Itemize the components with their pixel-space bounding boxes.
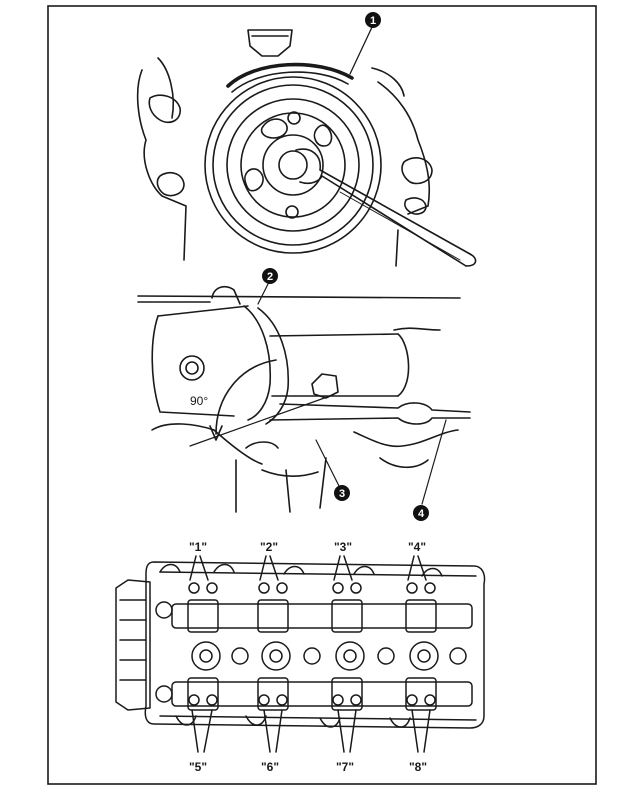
callout-2: 2 xyxy=(262,268,278,284)
cylinder-label-7: "7" xyxy=(336,760,354,774)
page-border xyxy=(47,5,597,785)
callout-4-label: 4 xyxy=(418,508,425,520)
callout-1: 1 xyxy=(365,12,381,28)
camshaft-wrench-illustration xyxy=(137,279,471,513)
callout-3-label: 3 xyxy=(339,488,345,500)
angle-label: 90° xyxy=(190,394,208,408)
callout-3: 3 xyxy=(334,485,350,501)
crankshaft-pulley-illustration xyxy=(136,24,477,267)
cylinder-label-6: "6" xyxy=(261,760,279,774)
callout-1-label: 1 xyxy=(370,15,376,27)
cylinder-label-8: "8" xyxy=(409,760,427,774)
callout-4: 4 xyxy=(413,505,429,521)
cylinder-label-3: "3" xyxy=(334,540,352,554)
cylinder-label-1: "1" xyxy=(189,540,207,554)
cylinder-label-4: "4" xyxy=(408,540,426,554)
cylinder-head-illustration xyxy=(115,555,486,753)
cylinder-label-5: "5" xyxy=(189,760,207,774)
callout-2-label: 2 xyxy=(267,271,273,283)
cylinder-label-2: "2" xyxy=(260,540,278,554)
